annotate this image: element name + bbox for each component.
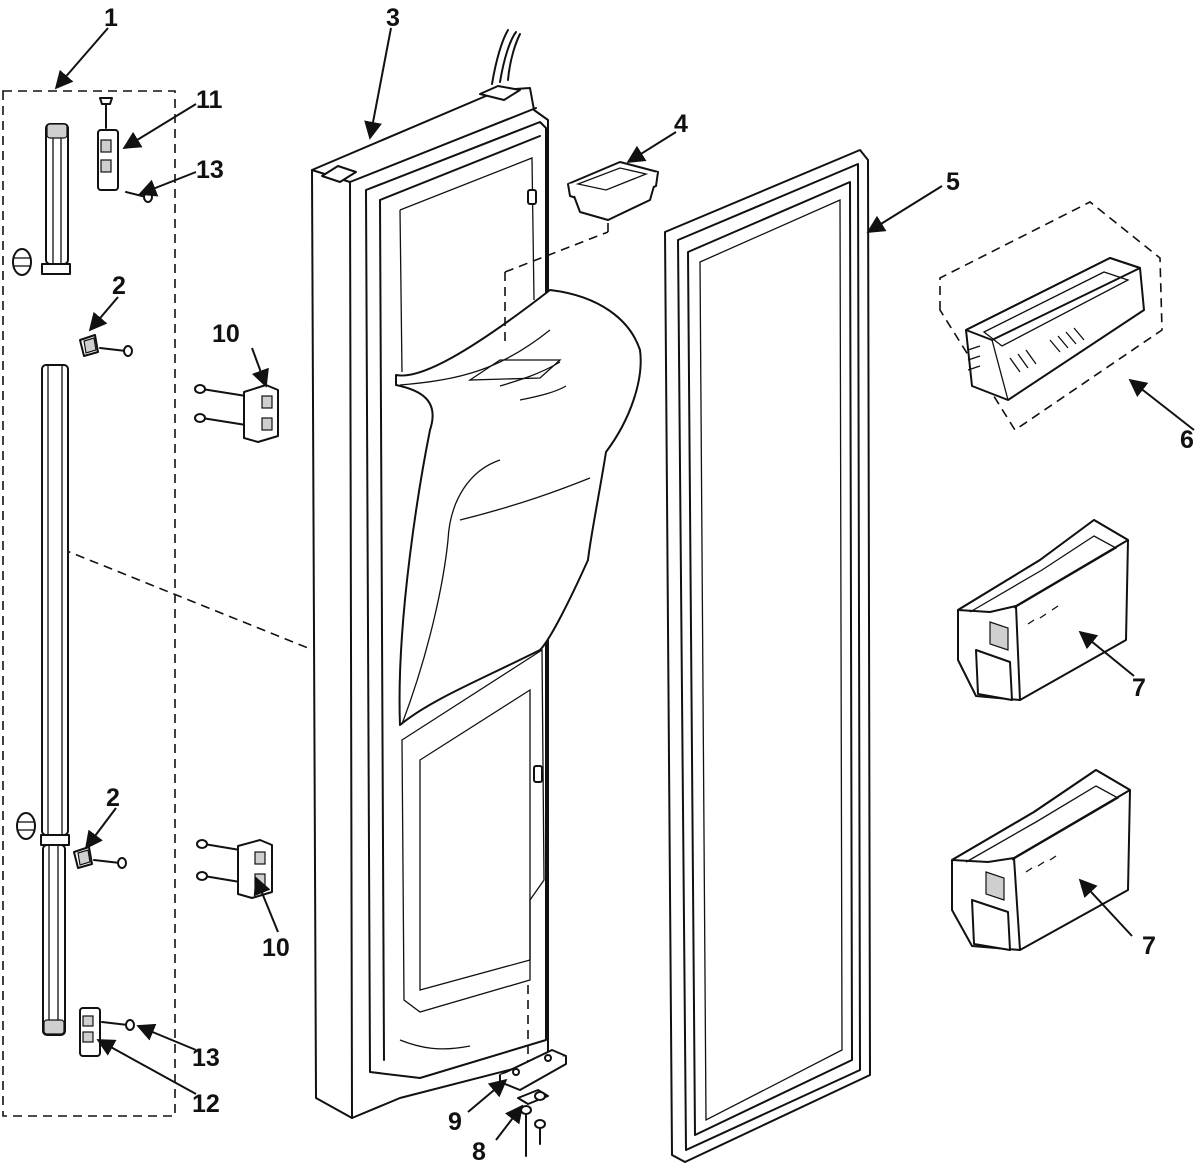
label-part-2-lower: 2 — [106, 784, 120, 812]
door-bin-lower — [951, 769, 1131, 951]
screw-top — [125, 191, 153, 203]
clip-lower — [73, 846, 127, 869]
handle-assembly-box — [2, 90, 309, 1117]
label-part-4: 4 — [674, 110, 688, 138]
label-part-10-upper: 10 — [212, 320, 240, 348]
label-part-9: 9 — [448, 1108, 462, 1136]
label-part-5: 5 — [946, 168, 960, 196]
handle-plug-upper — [12, 248, 32, 276]
upper-handle-mount — [97, 97, 119, 191]
label-part-12: 12 — [192, 1090, 220, 1118]
label-part-7-lower: 7 — [1142, 932, 1156, 960]
clip-upper — [79, 334, 133, 357]
label-part-13-top: 13 — [196, 156, 224, 184]
door-bin-upper — [957, 519, 1129, 701]
door-gasket — [664, 149, 871, 1163]
dairy-bin — [939, 201, 1163, 432]
refrigerator-door — [311, 29, 642, 1119]
label-part-3: 3 — [386, 4, 400, 32]
label-part-13-bottom: 13 — [192, 1044, 220, 1072]
handle-bar — [40, 123, 71, 1036]
label-part-1: 1 — [104, 4, 118, 32]
label-part-7-upper: 7 — [1132, 674, 1146, 702]
hinge-bracket-lower — [196, 839, 273, 899]
lower-handle-mount — [79, 1007, 135, 1057]
label-part-11: 11 — [196, 86, 223, 114]
label-part-2-upper: 2 — [112, 272, 126, 300]
label-part-10-lower: 10 — [262, 934, 290, 962]
dairy-bin-vents — [967, 327, 1085, 373]
hinge-screw-parts — [517, 1089, 549, 1157]
part-labels: 1 3 11 13 4 5 2 10 6 7 2 7 10 13 12 9 8 — [104, 4, 1194, 1163]
dispenser-cover — [567, 161, 659, 221]
label-part-8: 8 — [472, 1138, 486, 1163]
hinge-bracket-upper — [194, 384, 279, 443]
handle-plug-lower — [16, 812, 36, 840]
leader-lines — [54, 27, 1195, 1141]
label-part-6: 6 — [1180, 426, 1194, 454]
